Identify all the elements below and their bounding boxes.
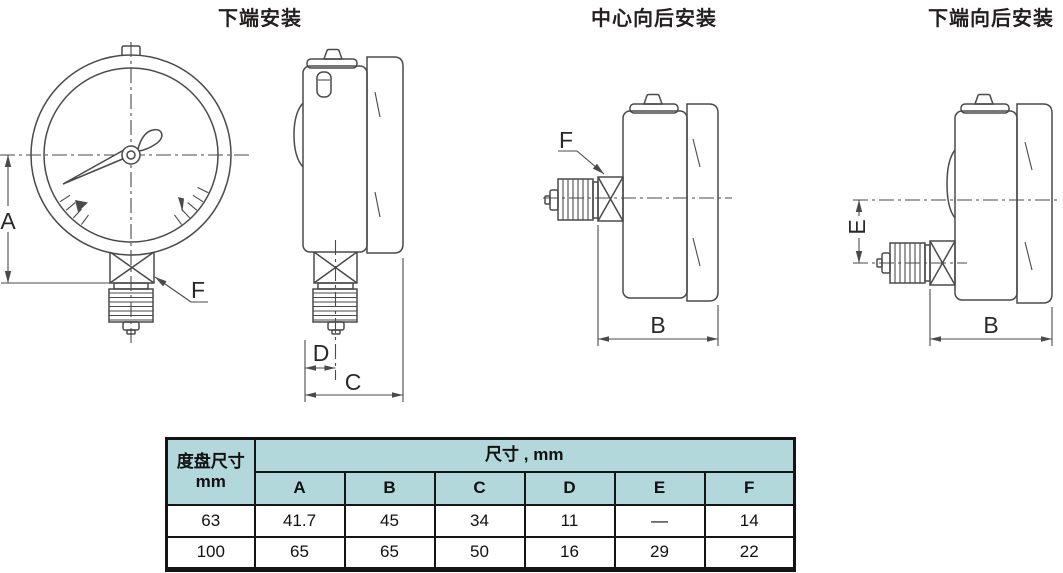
value-cell: 45 — [343, 503, 436, 538]
dimensions-table: 度盘尺寸 mm 尺寸 , mm A B C D E F 63 41.7 45 3… — [165, 437, 796, 572]
threaded-stem — [544, 178, 594, 221]
col-header-D: D — [523, 470, 616, 506]
dial-size-header-cell: 度盘尺寸 mm — [165, 437, 256, 506]
title-bottom-back-mount: 下端向后安装 — [928, 8, 1054, 30]
dim-label-a: A — [0, 208, 16, 234]
value-cell: 65 — [343, 535, 436, 571]
pointer-tail — [137, 128, 163, 152]
value-cell: 29 — [613, 535, 706, 571]
dimension-B: B — [597, 225, 719, 346]
technical-drawings: A F — [0, 42, 1060, 402]
dim-label-b2: B — [983, 312, 998, 338]
scale-pointer-mark-right — [178, 197, 184, 212]
case-side-bump — [946, 149, 956, 219]
title-bottom-mount: 下端安装 — [218, 8, 302, 30]
glass-reflection-mark — [1024, 241, 1033, 271]
case-body — [954, 110, 1018, 301]
table-row-100: 100 65 65 50 16 29 22 — [165, 535, 796, 571]
threaded-stem — [108, 288, 154, 335]
dial-size-header-line2: mm — [195, 471, 226, 491]
glass-reflection-mark — [1024, 141, 1033, 171]
col-header-B: B — [343, 470, 436, 506]
dimension-D: D — [304, 340, 336, 402]
col-header-F: F — [703, 470, 796, 506]
hub-outer — [121, 145, 141, 165]
value-cell: 16 — [523, 535, 616, 571]
value-cell: 22 — [703, 535, 796, 571]
value-cell: 50 — [433, 535, 526, 571]
dial-size-header-line1: 度盘尺寸 — [176, 452, 245, 472]
case-body — [302, 65, 368, 253]
filler-plug — [973, 93, 995, 105]
leader-F: F — [154, 276, 208, 303]
bottom-back-mount-view: E B — [844, 93, 1060, 346]
scale-ticks-left — [59, 194, 89, 225]
table-row-63: 63 41.7 45 34 11 — 14 — [165, 503, 796, 538]
top-tab — [121, 45, 141, 56]
glass-reflection-mark — [692, 138, 701, 168]
front-view-bottom-mount: A F — [0, 42, 252, 346]
glass-reflection-mark — [374, 191, 381, 218]
threaded-stem — [876, 242, 926, 284]
gauge-bezel-outer — [30, 54, 232, 256]
scale-ticks-right — [174, 186, 209, 225]
dims-header-cell: 尺寸 , mm — [253, 437, 796, 473]
front-bezel — [366, 56, 404, 254]
value-cell: — — [613, 503, 706, 538]
case-body — [622, 110, 688, 299]
title-center-back-mount: 中心向后安装 — [591, 8, 717, 30]
col-header-C: C — [433, 470, 526, 506]
filler-plug — [322, 48, 344, 60]
dimension-C: C — [305, 258, 404, 402]
hub-inner — [126, 150, 136, 160]
dimension-E: E — [844, 200, 870, 263]
col-header-E: E — [613, 470, 706, 506]
leader-F: F — [558, 127, 605, 175]
scale-pointer-mark-left — [75, 200, 88, 212]
col-header-A: A — [253, 470, 346, 506]
dial-size-cell: 100 — [165, 535, 256, 571]
filler-plug — [642, 93, 664, 105]
value-cell: 11 — [523, 503, 616, 538]
value-cell: 34 — [433, 503, 526, 538]
value-cell: 41.7 — [253, 503, 346, 538]
dial-size-cell: 63 — [165, 503, 256, 538]
front-bezel — [1016, 103, 1053, 304]
dim-label-f2: F — [559, 127, 573, 153]
side-view-bottom-mount: D C — [293, 48, 404, 402]
case-side-bump — [293, 102, 304, 168]
dim-label-e: E — [844, 219, 870, 234]
value-cell: 14 — [703, 503, 796, 538]
center-back-mount-view: F B — [543, 93, 732, 346]
gauge-dial-ring — [43, 67, 219, 243]
dim-label-b1: B — [650, 312, 665, 338]
dimension-A: A — [0, 155, 110, 284]
dim-label-f1: F — [191, 277, 205, 303]
value-cell: 65 — [253, 535, 346, 571]
vent-hole — [316, 71, 332, 98]
dim-label-d: D — [313, 340, 330, 366]
dimension-B: B — [929, 289, 1053, 346]
front-bezel — [686, 103, 719, 302]
glass-reflection-mark — [692, 237, 701, 267]
dim-label-c: C — [345, 369, 362, 395]
glass-reflection-mark — [374, 91, 381, 118]
